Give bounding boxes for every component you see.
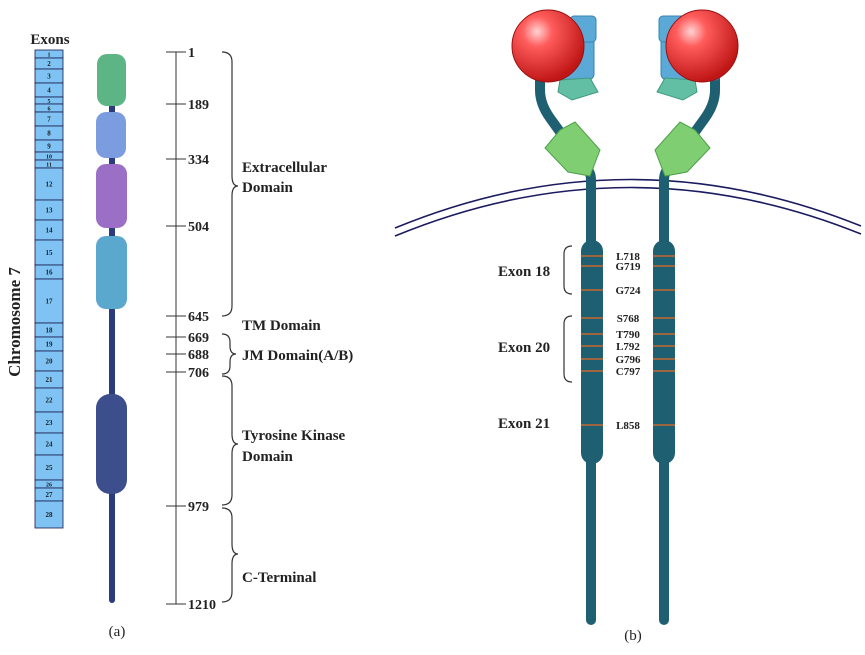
exon-number: 28 [46, 511, 54, 519]
domain-ii [96, 112, 126, 158]
residue-ticks: 1 189 334 504 645 669 688 706 979 1210 [166, 46, 216, 613]
exon-number: 15 [46, 249, 54, 257]
exon-number: 3 [47, 73, 51, 81]
exon-number: 16 [46, 269, 54, 277]
exon20-label: Exon 20 [498, 340, 550, 356]
domain-iv [96, 236, 127, 309]
exon-number: 5 [48, 99, 51, 105]
mutation-label: G719 [615, 261, 641, 273]
exon-number: 7 [47, 116, 51, 124]
residue-tick-label: 189 [188, 98, 209, 113]
chromosome-label: Chromosome 7 [5, 267, 24, 377]
exon-number: 24 [46, 441, 54, 449]
caption-a: (a) [109, 624, 126, 640]
cterminal-brace [221, 507, 239, 603]
extracellular-label-1: Extracellular [242, 160, 327, 176]
residue-tick-label: 504 [188, 220, 209, 235]
exon-number: 1 [48, 53, 51, 59]
cterminal-label: C-Terminal [242, 570, 316, 586]
exon-number: 2 [47, 60, 51, 68]
exon21-label: Exon 21 [498, 416, 550, 432]
exon-number: 26 [46, 483, 52, 489]
exon-number: 25 [46, 464, 54, 472]
mutation-label: L792 [616, 341, 640, 353]
exon-number: 19 [46, 341, 54, 349]
residue-tick-label: 645 [188, 310, 209, 325]
caption-b: (b) [624, 628, 642, 644]
residue-tick-label: 688 [188, 348, 209, 363]
exon-column: 1234567891011121314151617181920212223242… [34, 49, 64, 529]
exon18-label: Exon 18 [498, 264, 550, 280]
exon-number: 14 [46, 227, 54, 235]
exon-number: 11 [46, 163, 52, 169]
jm-brace [221, 333, 237, 375]
mutation-label: L858 [616, 420, 640, 432]
extracellular-brace [221, 51, 239, 317]
kinase-label-2: Domain [242, 449, 293, 465]
right-kinase-region [653, 240, 675, 464]
exon-number: 12 [46, 181, 54, 189]
kinase-label-1: Tyrosine Kinase [242, 428, 346, 444]
mutation-label: T790 [616, 329, 640, 341]
mutation-label: G796 [615, 354, 641, 366]
exon-number: 23 [46, 419, 54, 427]
exon-number: 22 [46, 397, 54, 405]
exon-number: 18 [46, 327, 54, 335]
tm-domain-label: TM Domain [242, 318, 321, 334]
exon-box [34, 278, 64, 324]
residue-tick-label: 669 [188, 331, 209, 346]
residue-tick-label: 706 [188, 366, 209, 381]
exon-number: 9 [47, 143, 51, 151]
exon-number: 13 [46, 207, 54, 215]
exons-title: Exons [30, 32, 69, 48]
extracellular-label-2: Domain [242, 180, 293, 196]
left-kinase-region [581, 240, 603, 464]
exon18-bracket [563, 245, 573, 295]
residue-tick-label: 1210 [188, 598, 216, 613]
kinase-brace [221, 375, 239, 506]
kinase-domain-block [96, 394, 127, 494]
exon-number: 27 [46, 491, 54, 499]
mutation-label: G724 [615, 285, 641, 297]
mutation-label: L718 [616, 251, 640, 263]
exon-number: 6 [48, 107, 51, 113]
right-ligand [665, 9, 739, 83]
membrane-inner [394, 186, 862, 237]
exon-number: 10 [46, 155, 52, 161]
mutation-label: C797 [616, 366, 641, 378]
exon-number: 4 [47, 87, 51, 95]
exon-number: 20 [46, 358, 54, 366]
exon-number: 17 [46, 298, 54, 306]
residue-tick-label: 334 [188, 153, 209, 168]
jm-domain-label: JM Domain(A/B) [242, 348, 353, 364]
residue-tick-label: 1 [188, 46, 195, 61]
residue-tick-label: 979 [188, 500, 209, 515]
exon-box [34, 500, 64, 529]
mutation-label: S768 [617, 313, 640, 325]
membrane-outer [394, 178, 862, 229]
exon20-bracket [563, 315, 573, 383]
exon-number: 8 [47, 130, 51, 138]
domain-iii [96, 164, 127, 228]
left-ligand [511, 9, 585, 83]
exon-box [34, 239, 64, 266]
domain-i [97, 54, 126, 106]
exon-number: 21 [46, 376, 54, 384]
